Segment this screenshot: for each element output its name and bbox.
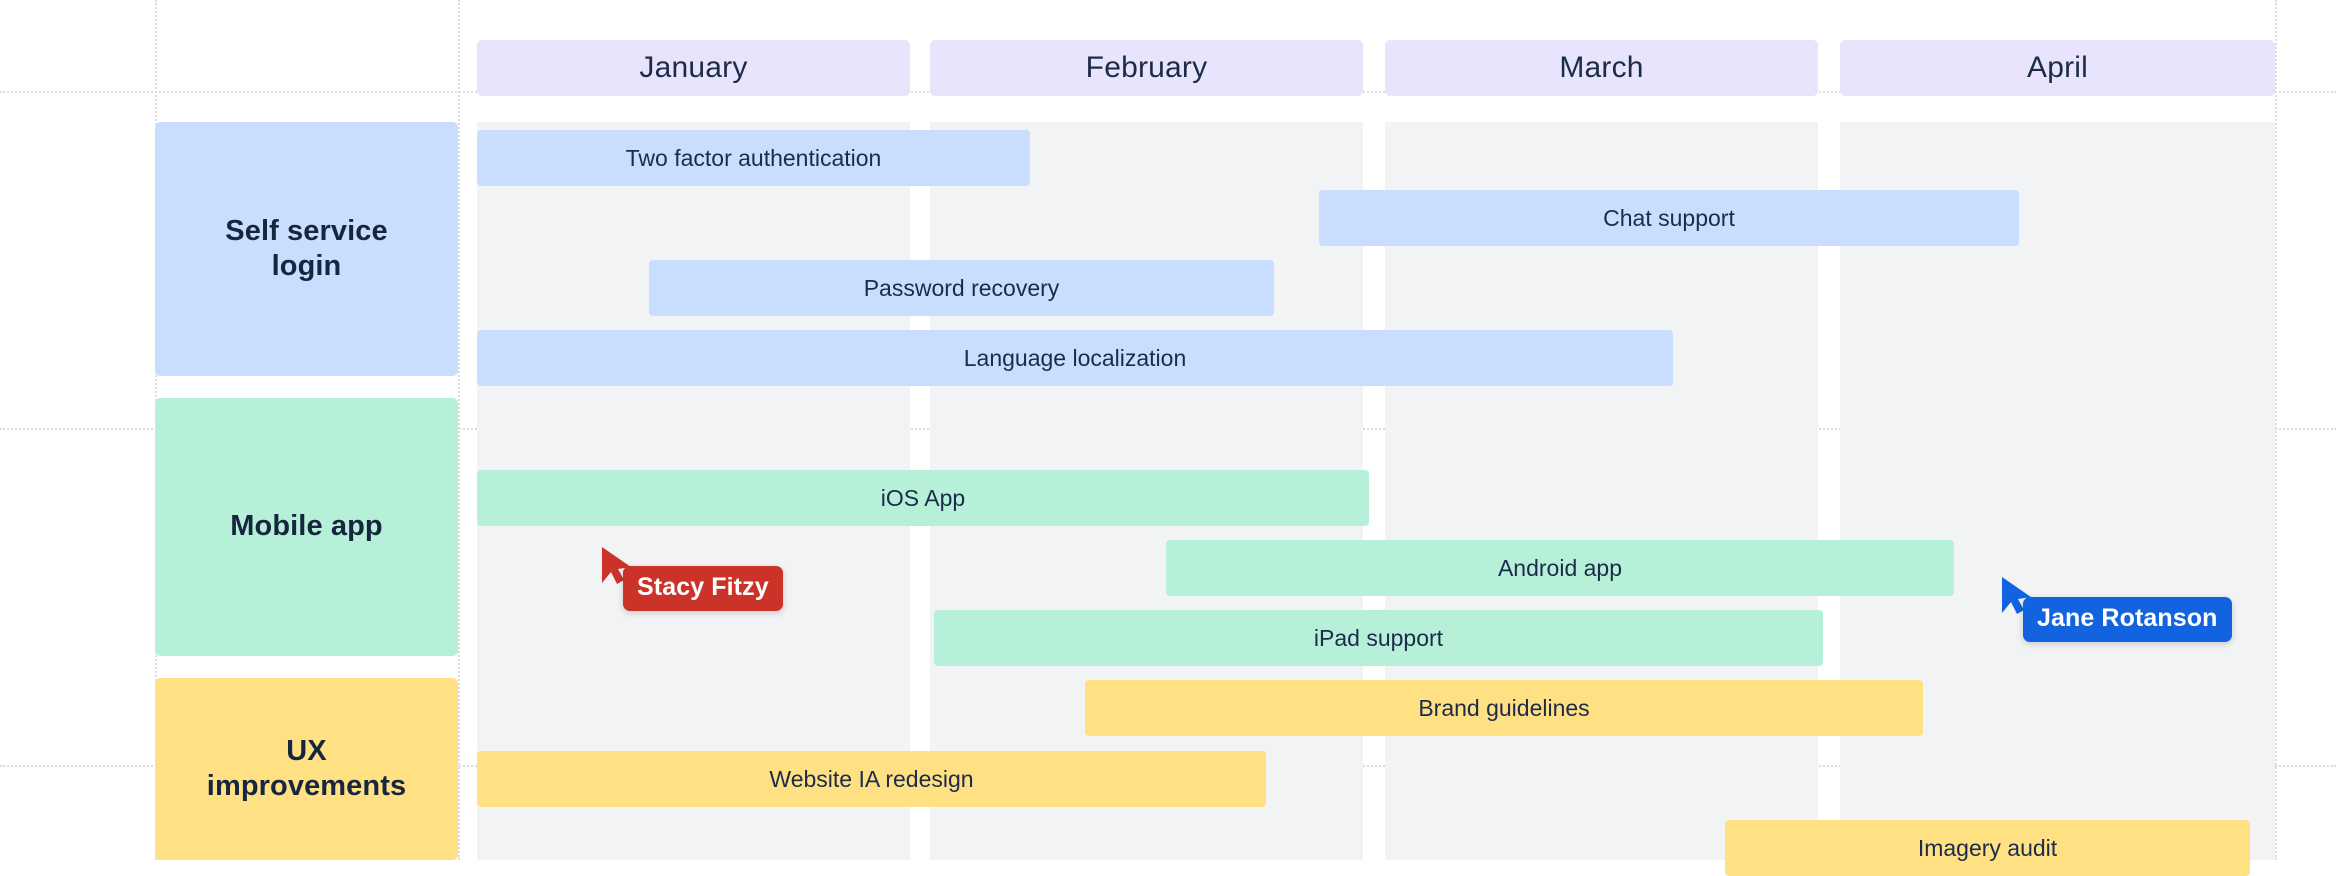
task-bar[interactable]: Website IA redesign xyxy=(477,751,1266,807)
task-bar-label: Chat support xyxy=(1603,204,1735,231)
group-card-label: Self service login xyxy=(225,214,388,282)
task-bar-label: Imagery audit xyxy=(1917,834,2058,861)
month-header-label: January xyxy=(639,51,748,84)
group-card-label: Mobile app xyxy=(230,510,383,543)
collaborator-name-tag: Jane Rotanson xyxy=(2023,597,2232,642)
task-bar[interactable]: iPad support xyxy=(934,610,1823,666)
month-header-april[interactable]: April xyxy=(1840,40,2275,96)
month-header-january[interactable]: January xyxy=(477,40,910,96)
task-bar[interactable]: iOS App xyxy=(477,470,1369,526)
task-bar[interactable]: Imagery audit xyxy=(1725,820,2250,876)
grid-line-vertical-1 xyxy=(458,0,460,860)
grid-line-vertical-2 xyxy=(2275,0,2277,860)
task-bar[interactable]: Password recovery xyxy=(649,260,1274,316)
task-bar[interactable]: Language localization xyxy=(477,330,1673,386)
group-card-ux-improvements[interactable]: UX improvements xyxy=(155,678,458,860)
collaborator-name-tag: Stacy Fitzy xyxy=(623,566,783,611)
task-bar-label: Android app xyxy=(1497,554,1623,581)
group-card-label: UX improvements xyxy=(206,734,407,802)
task-bar[interactable]: Android app xyxy=(1166,540,1954,596)
group-card-self-service-login[interactable]: Self service login xyxy=(155,122,458,376)
month-header-label: April xyxy=(2026,51,2088,84)
cursor-pointer-icon xyxy=(602,547,631,584)
task-bar-label: iPad support xyxy=(1313,624,1444,651)
month-header-label: March xyxy=(1559,51,1644,84)
task-bar[interactable]: Two factor authentication xyxy=(477,130,1030,186)
month-header-february[interactable]: February xyxy=(930,40,1363,96)
task-bar-label: Brand guidelines xyxy=(1418,694,1590,721)
task-bar[interactable]: Brand guidelines xyxy=(1085,680,1923,736)
task-bar-label: iOS App xyxy=(880,484,966,511)
group-card-mobile-app[interactable]: Mobile app xyxy=(155,398,458,656)
cursor-pointer-icon xyxy=(2002,577,2031,614)
task-bar-label: Password recovery xyxy=(863,274,1060,301)
month-header-label: February xyxy=(1085,51,1208,84)
task-bar-label: Website IA redesign xyxy=(769,765,974,792)
task-bar[interactable]: Chat support xyxy=(1319,190,2019,246)
task-bar-label: Language localization xyxy=(963,344,1187,371)
month-header-march[interactable]: March xyxy=(1385,40,1818,96)
task-bar-label: Two factor authentication xyxy=(625,144,882,171)
